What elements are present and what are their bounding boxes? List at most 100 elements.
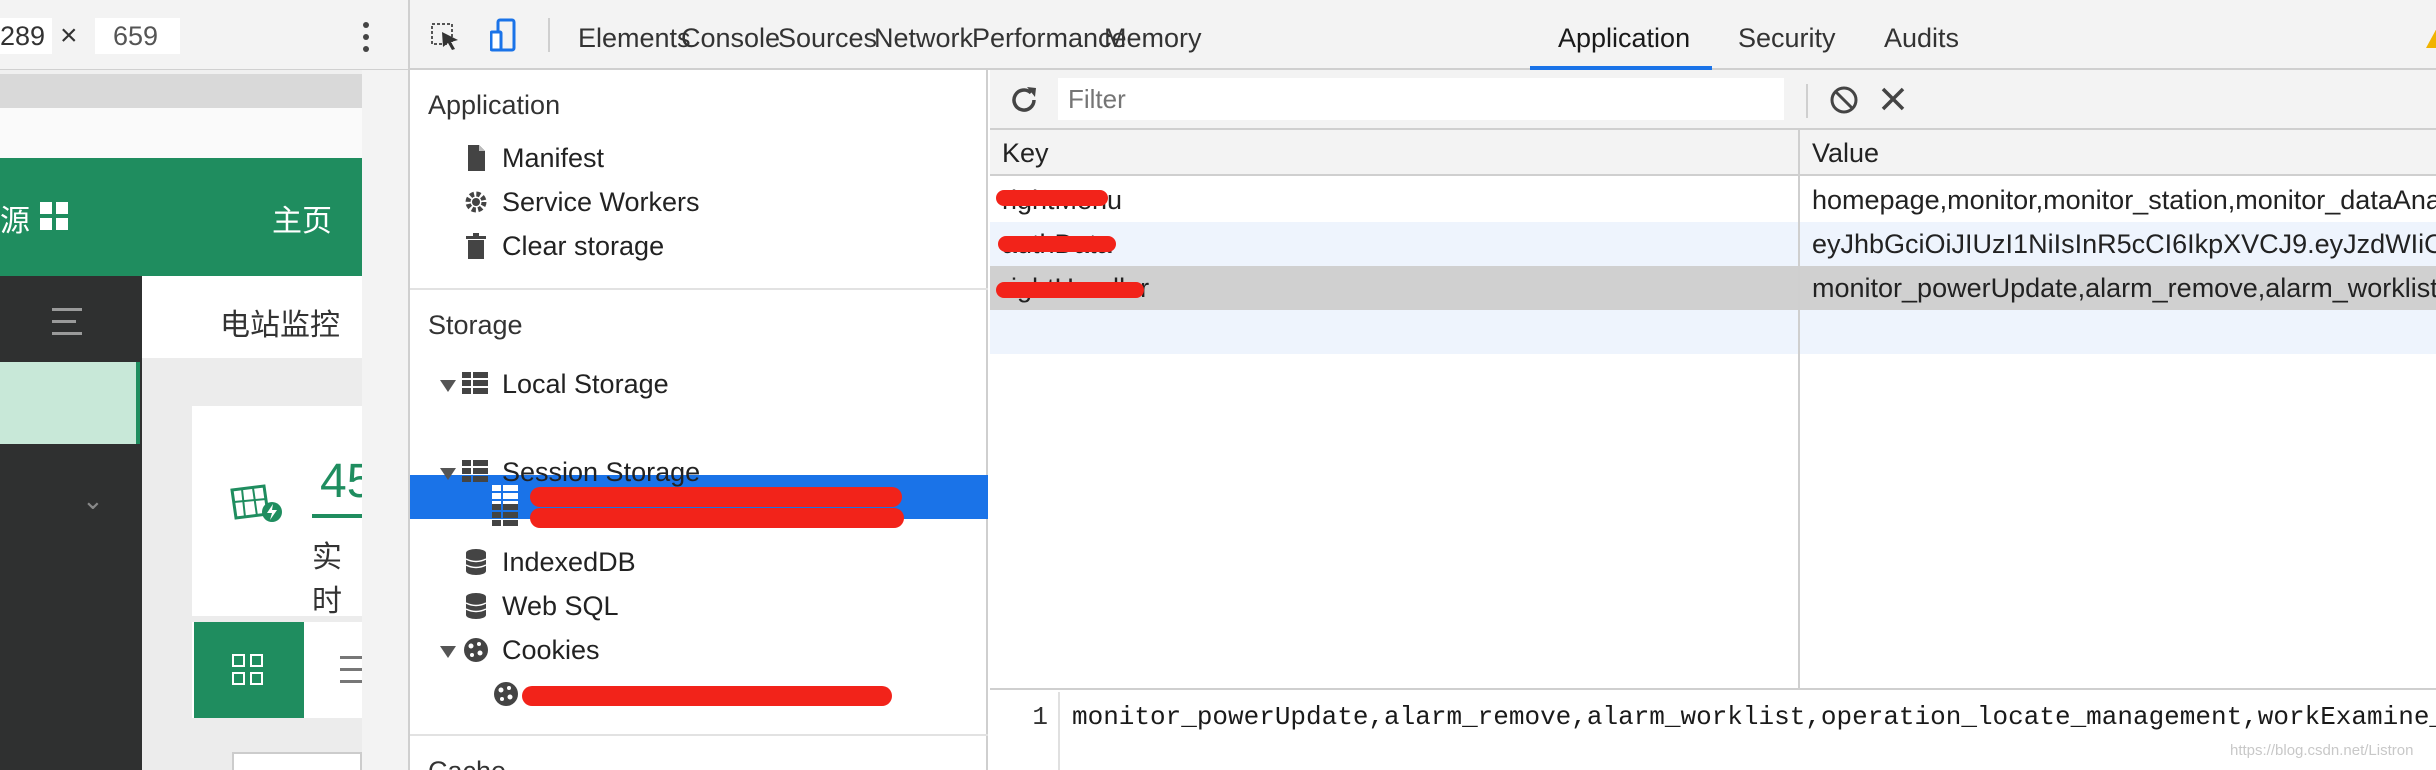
tab-security[interactable]: Security (1738, 23, 1836, 53)
database-icon (465, 549, 487, 575)
warning-icon[interactable] (2426, 26, 2436, 48)
stats-label: 实时 (312, 541, 342, 618)
sidebar-item-label: IndexedDB (502, 547, 636, 577)
table-icon (492, 502, 520, 530)
tab-elements[interactable]: Elements (578, 23, 691, 53)
expand-triangle-icon[interactable] (440, 646, 456, 658)
dimension-separator: × (60, 19, 78, 52)
redaction-mark (530, 487, 902, 507)
table-header: Key Value (990, 130, 2436, 176)
redaction-mark (996, 282, 1144, 298)
redaction-mark (996, 190, 1108, 206)
menu-collapse-icon[interactable] (52, 306, 90, 338)
inspect-element-icon[interactable] (430, 22, 460, 52)
column-key[interactable]: Key (1002, 138, 1049, 168)
sidebar-item-session-storage-origin[interactable] (492, 494, 932, 538)
database-icon (465, 593, 487, 619)
device-height-input[interactable]: 659 (95, 18, 180, 54)
trash-icon (466, 233, 486, 259)
table-row[interactable]: rightMenu homepage,monitor,monitor_stati… (990, 178, 2436, 222)
sidebar-item-label: Local Storage (502, 369, 669, 399)
refresh-icon[interactable] (1008, 84, 1040, 116)
preview-code: monitor_powerUpdate,alarm_remove,alarm_w… (1072, 702, 2436, 732)
storage-table: Key Value rightMenu homepage,monitor,mon… (990, 130, 2436, 690)
page-tab-label: 电站监控 (220, 309, 340, 342)
page-tab[interactable]: 电站监控 (142, 276, 362, 358)
toolbar-separator (548, 18, 550, 52)
device-toolbar: 289 × 659 (0, 0, 408, 70)
devtools-tabbar: Elements Console Sources Network Perform… (410, 0, 2436, 70)
section-storage: Storage (428, 310, 523, 340)
page-bottom-element (232, 752, 362, 770)
stats-underline (312, 514, 362, 518)
row-value: eyJhbGciOiJIUzI1NiIsInR5cCI6IkpXVCJ9.eyJ… (1812, 229, 2436, 259)
sidebar-item-label: Web SQL (502, 591, 619, 621)
device-toolbar-icon[interactable] (490, 18, 516, 54)
solar-panel-icon (230, 484, 282, 522)
tab-memory[interactable]: Memory (1104, 23, 1202, 53)
tab-console[interactable]: Console (681, 23, 781, 53)
filter-input[interactable] (1058, 78, 1784, 120)
sidebar-item-label: Manifest (502, 143, 605, 173)
table-row-selected[interactable]: rightHandler monitor_powerUpdate,alarm_r… (990, 266, 2436, 310)
line-number: 1 (990, 692, 1060, 770)
redaction-mark (522, 686, 892, 706)
sidebar-item-label: Session Storage (502, 457, 701, 487)
redaction-mark (530, 508, 904, 528)
tab-network[interactable]: Network (874, 23, 974, 53)
watermark: https://blog.csdn.net/Listron (2230, 742, 2414, 759)
tab-application[interactable]: Application (1558, 23, 1691, 53)
view-toggle-bar (192, 622, 362, 718)
site-title-partial: 源 (0, 205, 30, 238)
table-row[interactable]: authData eyJhbGciOiJIUzI1NiIsInR5cCI6Ikp… (990, 222, 2436, 266)
delete-selected-icon[interactable] (1878, 84, 1908, 114)
expand-triangle-icon[interactable] (440, 468, 456, 480)
table-icon (462, 370, 490, 398)
page-top-bar (0, 74, 402, 108)
tab-audits[interactable]: Audits (1884, 23, 1960, 53)
application-sidebar: Application Manifest Service Workers Cle… (410, 70, 988, 770)
toolbar-separator (1806, 84, 1808, 118)
redaction-mark (998, 236, 1116, 252)
active-tab-indicator (1530, 66, 1712, 70)
column-divider[interactable] (1798, 130, 1800, 690)
sidebar-item-label: Service Workers (502, 187, 700, 217)
section-divider (410, 734, 988, 736)
more-options-icon[interactable] (356, 20, 376, 54)
row-value: homepage,monitor,monitor_station,monitor… (1812, 185, 2436, 215)
side-nav-active-item[interactable] (0, 362, 140, 444)
section-divider (410, 288, 988, 290)
grid-view-button[interactable] (194, 622, 304, 718)
value-preview: 1 monitor_powerUpdate,alarm_remove,alarm… (990, 692, 2436, 770)
clear-all-icon[interactable] (1828, 84, 1860, 116)
list-view-icon[interactable] (340, 652, 362, 688)
side-navigation (0, 276, 142, 770)
sidebar-item-cookies-origin[interactable] (492, 672, 932, 716)
devtools-panel: Elements Console Sources Network Perform… (408, 0, 2436, 770)
table-icon (462, 458, 490, 486)
tab-sources[interactable]: Sources (778, 23, 878, 53)
sidebar-item-label: Cookies (502, 635, 600, 665)
cookie-icon (494, 682, 518, 706)
section-application: Application (428, 90, 561, 120)
section-cache: Cache (428, 756, 506, 770)
apps-grid-icon[interactable] (40, 202, 68, 230)
column-value[interactable]: Value (1812, 138, 1880, 168)
filter-toolbar (990, 70, 2436, 130)
stats-card: 45 实时 (192, 406, 373, 618)
expand-triangle-icon[interactable] (440, 380, 456, 392)
gear-icon (465, 191, 487, 213)
cookie-icon (464, 638, 488, 662)
storage-view: Key Value rightMenu homepage,monitor,mon… (990, 70, 2436, 770)
device-width-input[interactable]: 289 (0, 18, 52, 54)
home-link[interactable]: 主页 (272, 205, 332, 238)
tab-performance[interactable]: Performance (972, 23, 1127, 53)
page-ruler (0, 108, 408, 158)
pane-splitter[interactable] (362, 70, 408, 770)
table-row-empty[interactable] (990, 310, 2436, 354)
row-value: monitor_powerUpdate,alarm_remove,alarm_w… (1812, 273, 2436, 303)
site-header: 源 主页 (0, 158, 362, 276)
file-icon (468, 145, 485, 171)
chevron-down-icon[interactable]: ⌄ (82, 485, 104, 515)
sidebar-item-label: Clear storage (502, 231, 665, 261)
